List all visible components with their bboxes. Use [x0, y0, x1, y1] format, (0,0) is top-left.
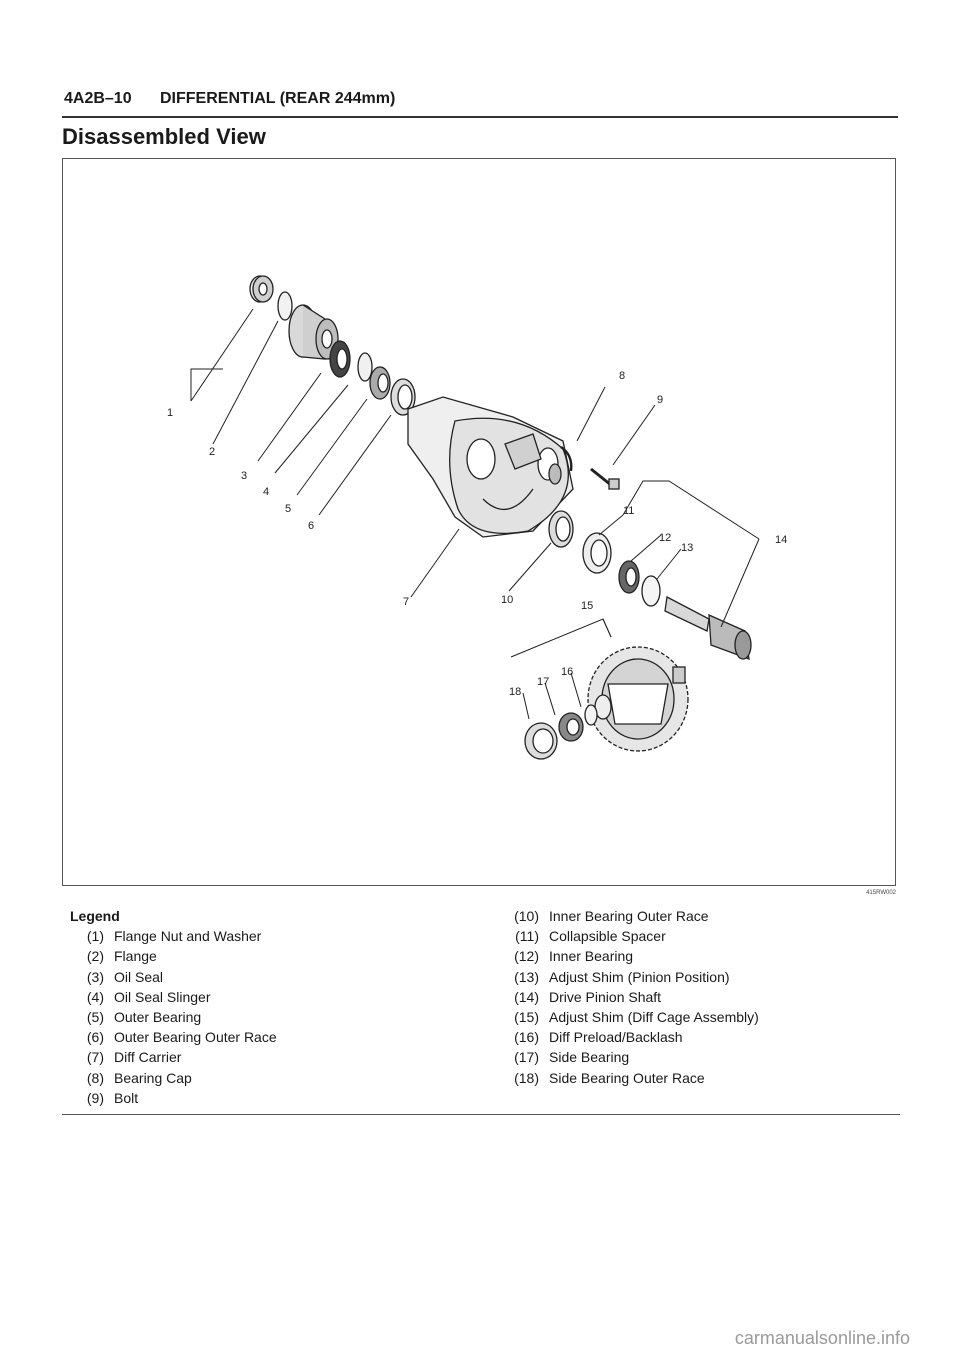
legend-item: (12)Inner Bearing: [514, 948, 634, 965]
figure-code: 415RW002: [866, 890, 896, 896]
callout-14: 14: [775, 534, 787, 546]
legend-item: (2)Flange: [86, 948, 157, 965]
bolt-part: [590, 467, 620, 490]
callout-numbers: 1 2 3 4 5 6 7 8 9 10 11 12 13 14 15 16 1…: [167, 370, 787, 698]
legend-item: (9)Bolt: [86, 1089, 139, 1106]
flange-nut-part: [249, 275, 293, 321]
callout-17: 17: [537, 676, 549, 688]
legend-item: (8)Bearing Cap: [86, 1069, 192, 1086]
bottom-rule: [62, 1114, 900, 1115]
callout-7: 7: [403, 596, 409, 608]
legend-item: (1)Flange Nut and Washer: [86, 928, 262, 945]
legend-item: (7)Diff Carrier: [86, 1049, 182, 1066]
callout-8: 8: [619, 370, 625, 382]
diagram-artwork: 1 2 3 4 5 6 7 8 9 10 11 12 13 14 15 16 1…: [167, 275, 787, 760]
oil-seal-part: [329, 340, 351, 378]
callout-10: 10: [501, 594, 513, 606]
legend-item: (13)Adjust Shim (Pinion Position): [514, 968, 730, 985]
legend-item: (5)Outer Bearing: [86, 1009, 202, 1026]
legend-left-column: Legend (1)Flange Nut and Washer (2)Flang…: [70, 906, 277, 1108]
header-rule: [62, 116, 898, 118]
callout-6: 6: [308, 520, 314, 532]
inner-race-part: [548, 510, 574, 548]
exploded-diagram: 1 2 3 4 5 6 7 8 9 10 11 12 13 14 15 16 1…: [62, 158, 896, 886]
slinger-part: [357, 352, 373, 382]
inner-bearing-part: [618, 560, 640, 594]
page-header: 4A2B–10 DIFFERENTIAL (REAR 244mm): [64, 90, 395, 108]
section-code: 4A2B–10: [64, 90, 132, 107]
preload-shim-part: [584, 704, 598, 726]
callout-1: 1: [167, 407, 173, 419]
callout-15: 15: [581, 600, 593, 612]
drive-pinion-part: [664, 595, 752, 660]
callout-5: 5: [285, 503, 291, 515]
legend-item: (4)Oil Seal Slinger: [86, 988, 211, 1005]
legend-item: (17)Side Bearing: [514, 1049, 630, 1066]
legend-item: (14)Drive Pinion Shaft: [514, 988, 662, 1005]
legend-item: (6)Outer Bearing Outer Race: [86, 1029, 277, 1046]
bearing-cap-part: [560, 446, 573, 472]
legend-item: (11)Collapsible Spacer: [515, 928, 666, 945]
legend-item: (3)Oil Seal: [86, 968, 164, 985]
pinion-shim-part: [641, 575, 661, 607]
callout-3: 3: [241, 470, 247, 482]
leader-lines: [190, 308, 760, 720]
diff-cage-part: [587, 646, 689, 752]
legend-item: (15)Adjust Shim (Diff Cage Assembly): [514, 1009, 759, 1026]
callout-12: 12: [659, 532, 671, 544]
legend-heading: Legend: [70, 908, 120, 924]
section-title: DIFFERENTIAL (REAR 244mm): [160, 90, 396, 107]
side-race-part: [524, 722, 558, 760]
callout-4: 4: [263, 486, 269, 498]
callout-2: 2: [209, 446, 215, 458]
callout-11: 11: [623, 505, 634, 517]
legend-item: (18)Side Bearing Outer Race: [514, 1069, 705, 1086]
outer-race-part: [390, 378, 416, 416]
diff-carrier-part: [407, 396, 574, 538]
legend-item: (10)Inner Bearing Outer Race: [514, 908, 709, 924]
side-bearing-part: [558, 712, 584, 742]
legend-right-column: (10)Inner Bearing Outer Race (11)Collaps…: [497, 906, 759, 1088]
page-title: Disassembled View: [62, 124, 266, 149]
callout-18: 18: [509, 686, 521, 698]
outer-bearing-part: [369, 366, 391, 400]
watermark: carmanualsonline.info: [734, 1328, 910, 1348]
callout-13: 13: [681, 542, 693, 554]
collapsible-spacer-part: [582, 532, 612, 574]
legend-item: (16)Diff Preload/Backlash: [514, 1029, 683, 1046]
callout-9: 9: [657, 394, 663, 406]
callout-16: 16: [561, 666, 573, 678]
